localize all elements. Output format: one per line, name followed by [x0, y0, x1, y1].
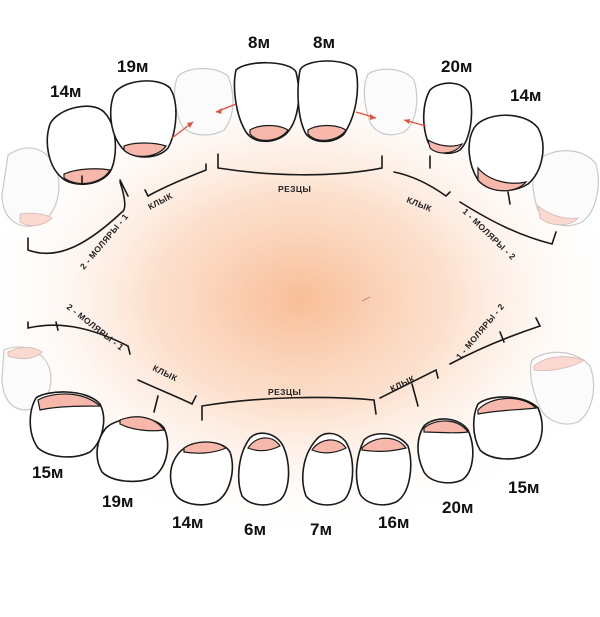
age-upper-incisor-left: 8м [248, 33, 270, 52]
age-lower-incisor-2: 7м [310, 520, 332, 539]
age-upper-incisor-right: 8м [313, 33, 335, 52]
tooth-lower-canine-left [169, 441, 234, 506]
faint-teeth [1, 67, 599, 425]
center-mark [361, 296, 371, 302]
age-upper-left-molar-2: 14м [50, 82, 82, 101]
tooth-lower-incisor-3 [355, 433, 412, 506]
upper-teeth [46, 60, 544, 192]
age-lower-right-molar-2: 15м [508, 478, 540, 497]
tooth-lower-left-molar-1 [96, 416, 169, 483]
upper-age-labels: 14м 19м 8м 8м 20м 14м [50, 33, 542, 105]
age-upper-left-molar-1: 19м [117, 57, 149, 76]
age-lower-incisor-3: 16м [378, 513, 410, 532]
age-lower-left-molar-1: 19м [102, 492, 134, 511]
age-lower-right-molar-1: 20м [442, 498, 474, 517]
tooth-upper-right-molar-2 [468, 114, 544, 192]
age-upper-right-molar-2: 14м [510, 86, 542, 105]
age-lower-canine-left: 14м [172, 513, 204, 532]
label-lower-incisors: РЕЗЦЫ [268, 387, 301, 397]
tooth-upper-left-molar-1 [109, 80, 177, 158]
age-lower-left-molar-2: 15м [32, 463, 64, 482]
lower-teeth [29, 391, 543, 506]
tooth-lower-incisor-2 [302, 432, 354, 506]
tooth-lower-right-molar-1 [417, 418, 474, 484]
eruption-arrows [171, 103, 427, 139]
upper-brackets [27, 153, 557, 255]
tooth-lower-right-molar-2 [472, 396, 543, 460]
lower-age-labels: 15м 19м 14м 6м 7м 16м 20м 15м [32, 463, 540, 539]
tooth-lower-left-molar-2 [29, 391, 105, 458]
age-upper-right-molar-1: 20м [441, 57, 473, 76]
tooth-upper-right-molar-1 [422, 82, 473, 155]
tooth-upper-incisor-left [233, 61, 300, 143]
tooth-upper-incisor-right [297, 60, 359, 143]
tooth-lower-incisor-1 [237, 432, 290, 506]
lower-brackets [27, 317, 542, 421]
tooth-upper-left-molar-2 [46, 105, 117, 185]
age-lower-incisor-1: 6м [244, 520, 266, 539]
label-upper-incisors: РЕЗЦЫ [278, 184, 311, 194]
